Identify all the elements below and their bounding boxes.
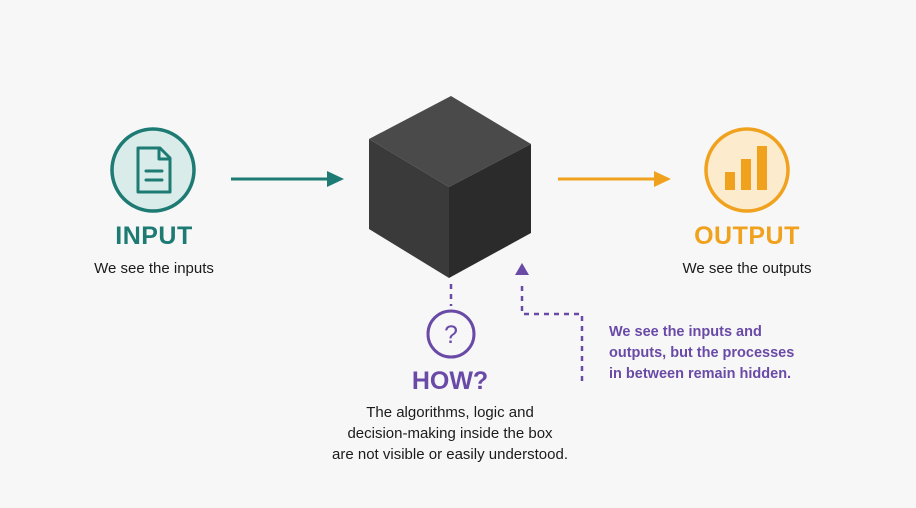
- note-line: in between remain hidden.: [609, 366, 792, 382]
- note-line: We see the inputs and: [609, 324, 762, 340]
- hidden-process-note: We see the inputs and outputs, but the p…: [609, 322, 839, 385]
- hidden-process-dashed-arrow: [515, 263, 584, 381]
- input-document-icon: [110, 127, 196, 213]
- output-arrow: [558, 171, 671, 187]
- output-bar-chart-icon: [704, 127, 790, 213]
- how-title: HOW?: [411, 367, 489, 395]
- how-description-line: The algorithms, logic and: [366, 404, 534, 421]
- how-description-line: are not visible or easily understood.: [332, 446, 568, 463]
- black-box-cube: [369, 96, 531, 278]
- question-mark-glyph: ?: [444, 321, 458, 349]
- how-description-line: decision-making inside the box: [347, 425, 553, 442]
- input-subtitle: We see the inputs: [94, 260, 214, 277]
- question-mark-icon: ?: [426, 309, 476, 359]
- output-title: OUTPUT: [694, 222, 800, 250]
- note-line: outputs, but the processes: [609, 345, 795, 361]
- input-arrow: [231, 171, 344, 187]
- output-subtitle: We see the outputs: [682, 260, 812, 277]
- input-title: INPUT: [115, 222, 193, 250]
- how-description: The algorithms, logic and decision-makin…: [320, 402, 580, 465]
